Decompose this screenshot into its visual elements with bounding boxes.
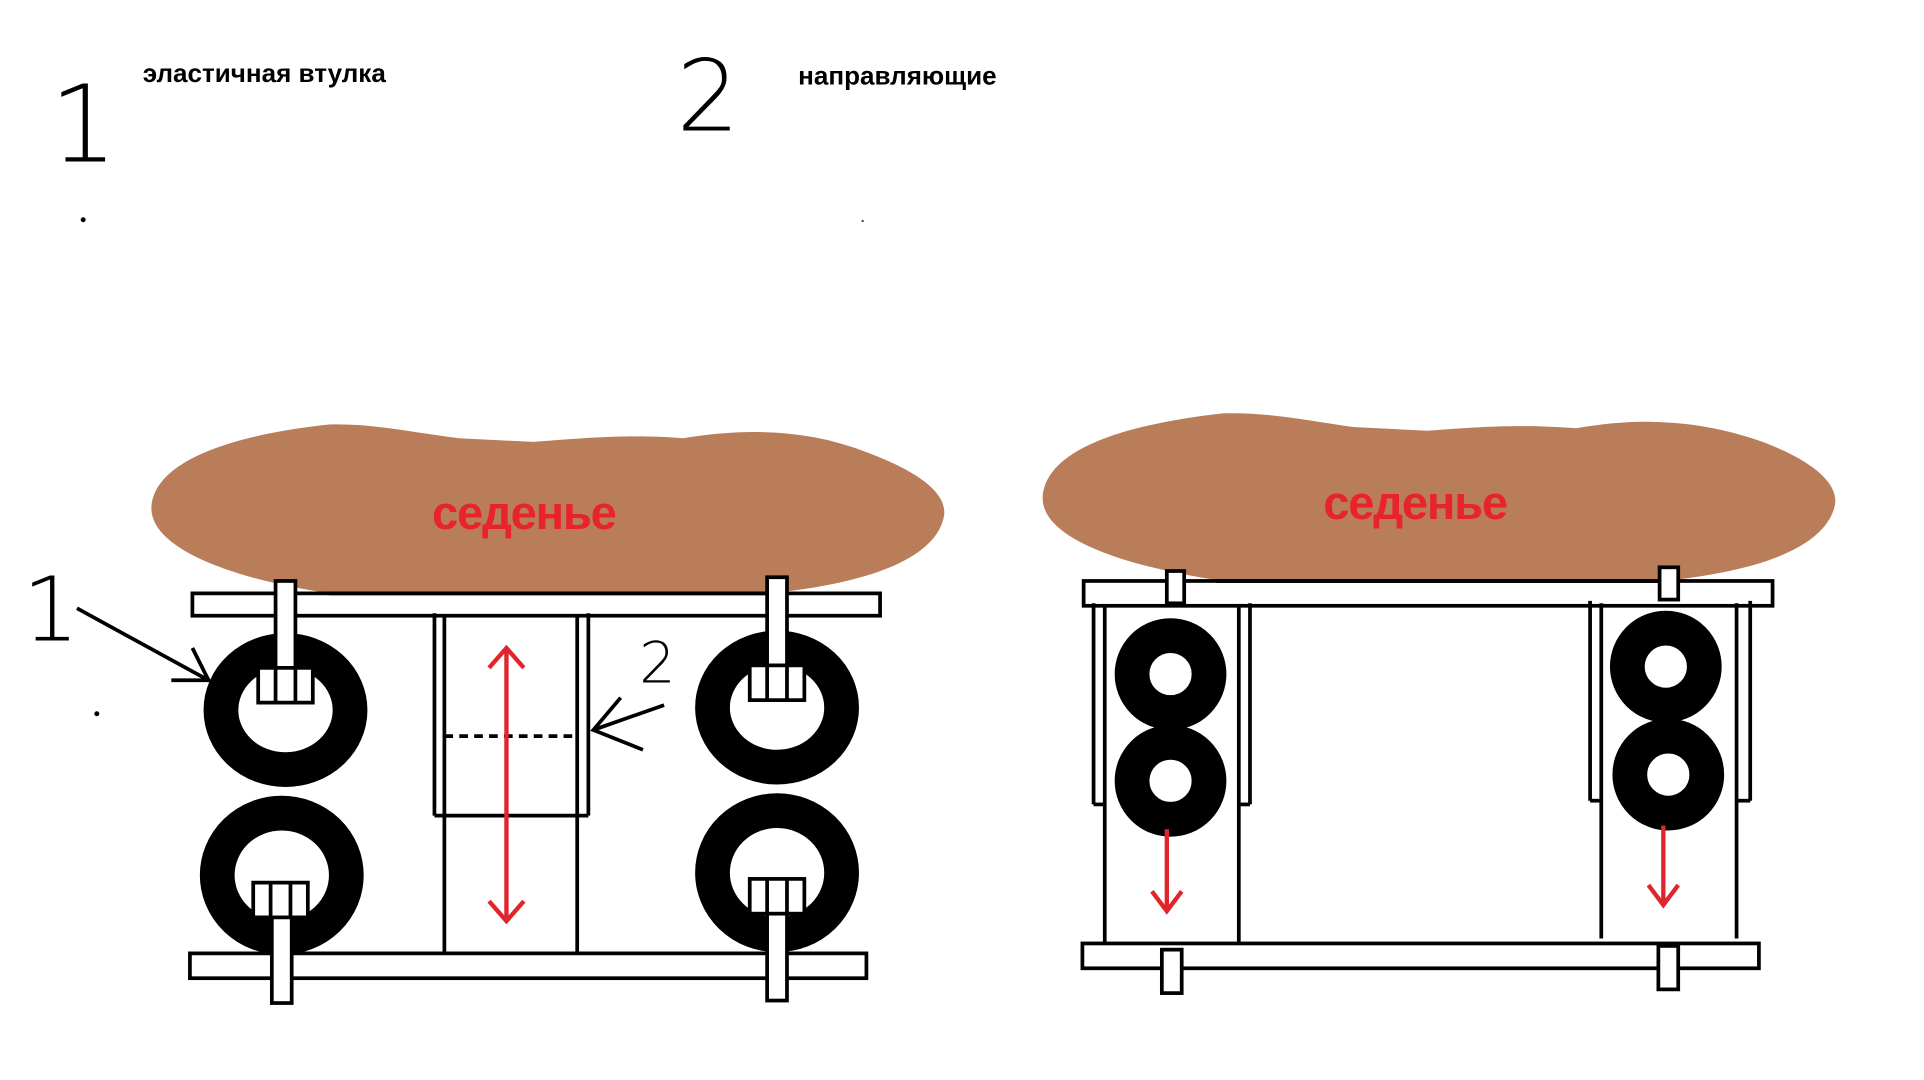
guide-rail	[432, 613, 591, 954]
elastic-bushing	[203, 579, 368, 788]
elastic-bushing	[695, 575, 859, 785]
legend-label-1: эластичная втулка	[143, 58, 387, 88]
seat	[1042, 413, 1836, 586]
elastic-bushing	[1114, 724, 1227, 837]
right-assembly: седенье	[1042, 413, 1836, 995]
stray-dot	[80, 217, 86, 223]
elastic-bushing	[199, 795, 364, 1005]
elastic-bushing	[1114, 618, 1227, 730]
stray-dot	[94, 711, 100, 717]
callout-2: 2	[639, 631, 675, 697]
seat-label: седенье	[1323, 476, 1507, 529]
guide-rail	[1588, 600, 1753, 939]
elastic-bushing	[1609, 610, 1722, 723]
arrow-icon	[590, 696, 665, 752]
left-assembly: седенье	[22, 424, 945, 1005]
legend-item-2: 2 направляющие	[677, 39, 997, 154]
down-arrow-icon	[1150, 829, 1184, 915]
callout-1: 1	[22, 559, 79, 663]
legend-label-2: направляющие	[798, 60, 996, 90]
double-arrow-icon	[487, 644, 526, 925]
bolt	[1159, 565, 1681, 995]
legend-number-2: 2	[677, 39, 740, 154]
elastic-bushing	[695, 793, 859, 1003]
seat-label: седенье	[432, 486, 616, 539]
guide-rail	[1091, 603, 1252, 944]
arrow-icon	[76, 606, 212, 683]
legend-number-1: 1	[50, 63, 118, 187]
down-arrow-icon	[1646, 825, 1680, 909]
legend-item-1: 1 эластичная втулка	[50, 58, 387, 187]
seat	[151, 424, 945, 599]
stray-dot	[861, 219, 864, 223]
bottom-plate	[188, 951, 869, 981]
elastic-bushing	[1612, 718, 1725, 831]
bottom-plate	[1080, 941, 1761, 971]
